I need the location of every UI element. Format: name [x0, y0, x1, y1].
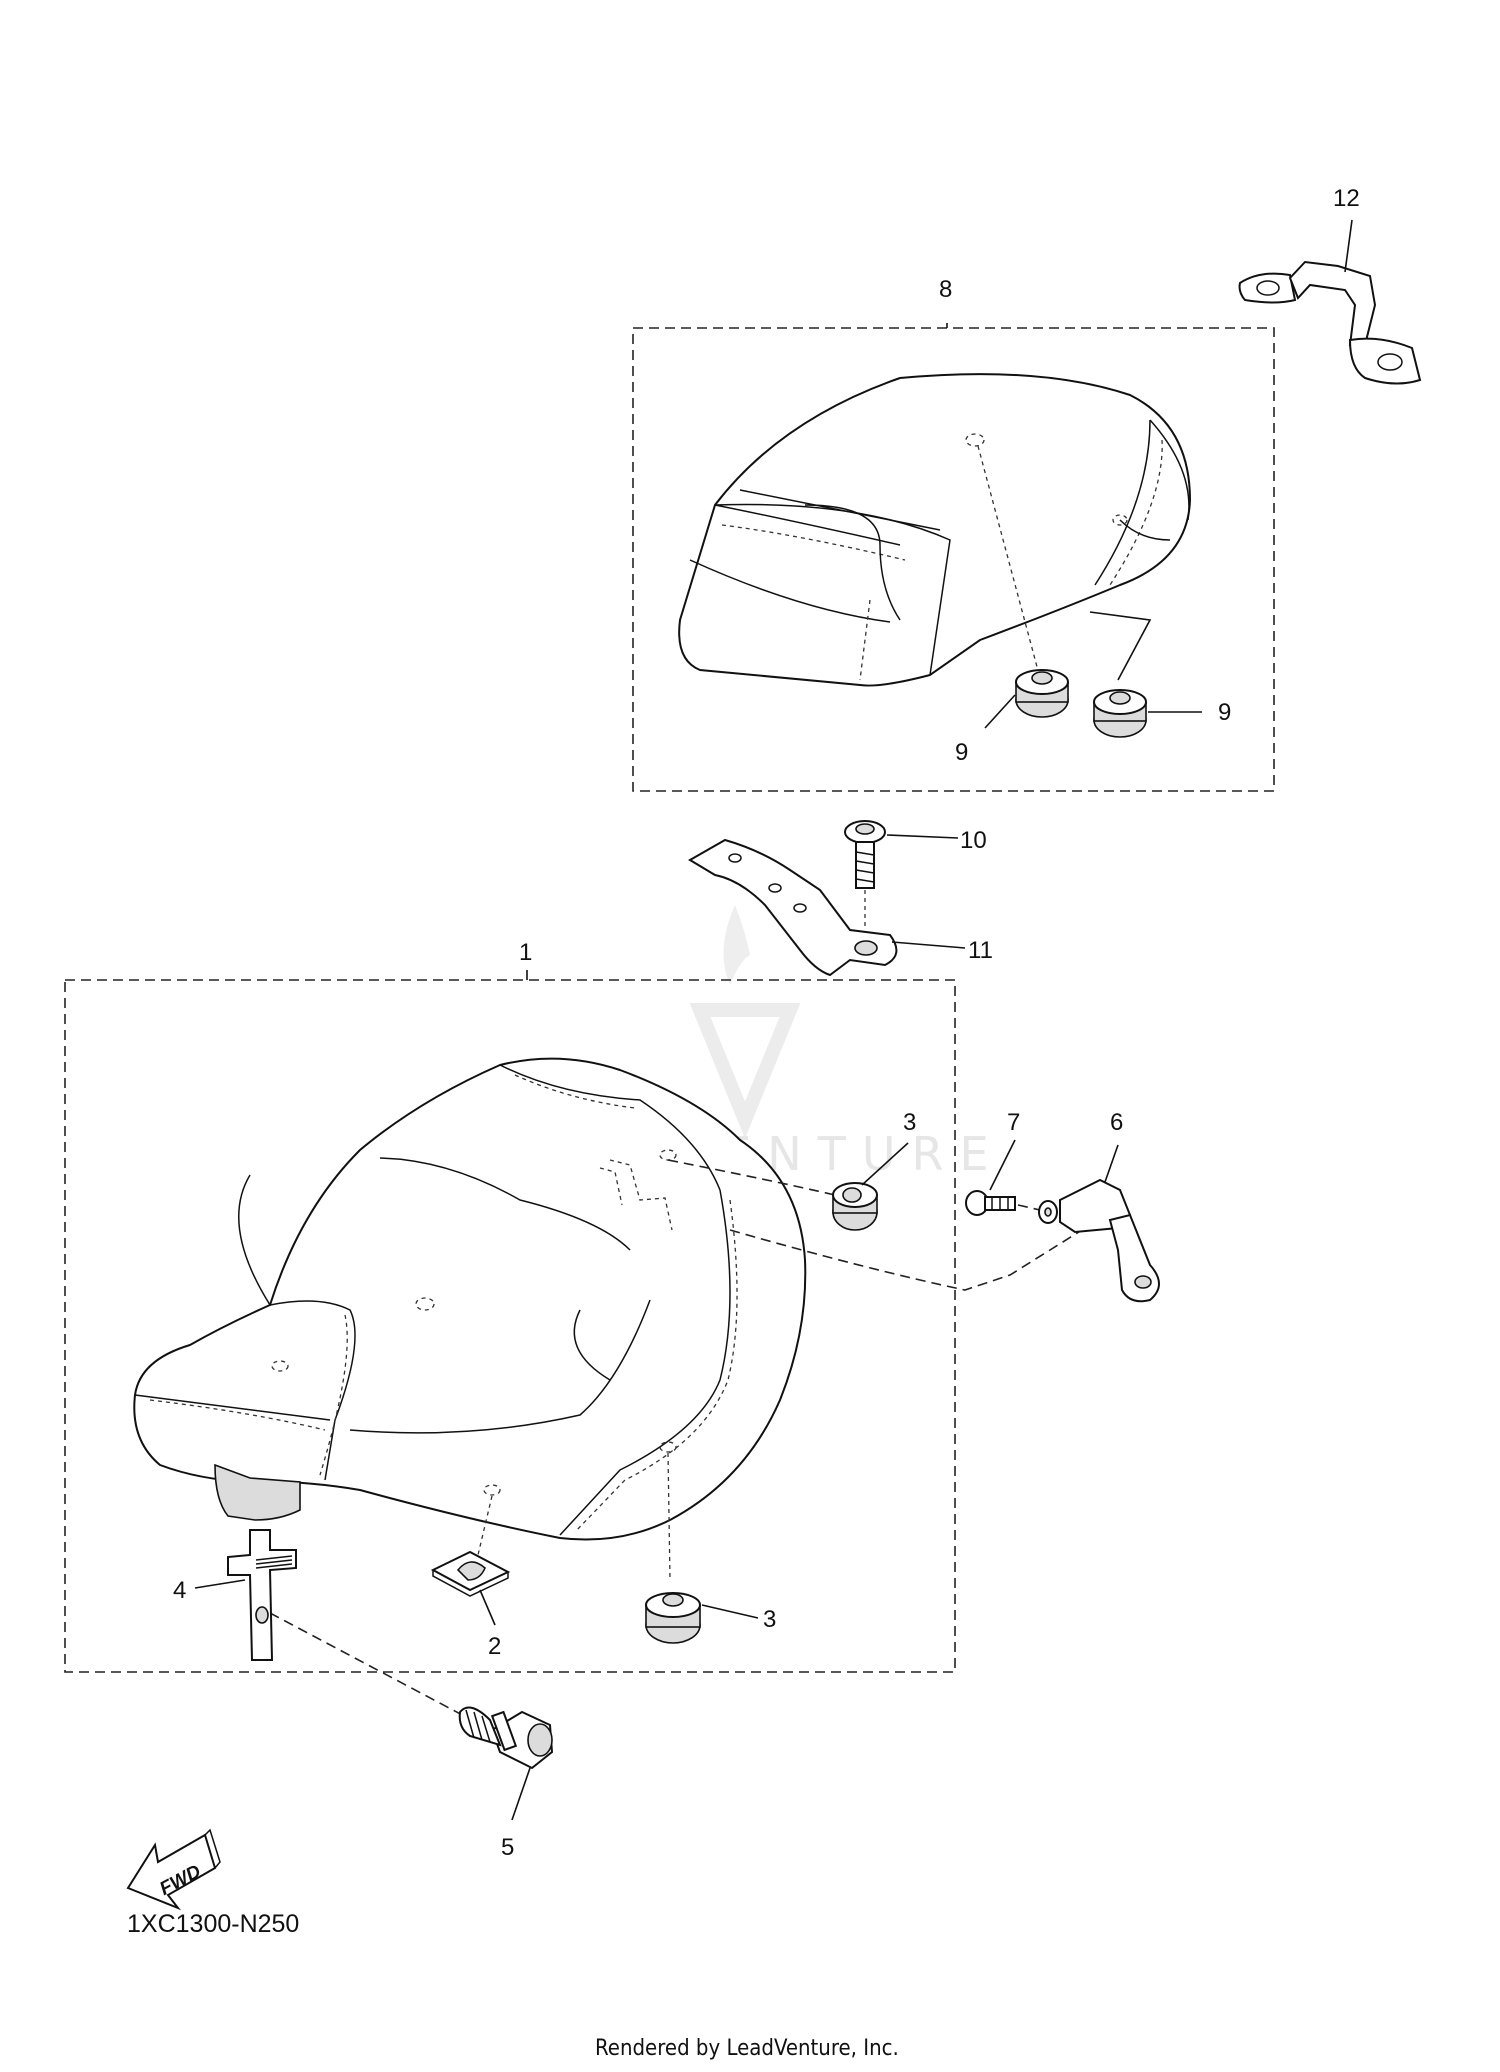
- seat-bracket-6[interactable]: [1059, 1178, 1160, 1303]
- leader-2: [479, 1589, 496, 1626]
- leader-12: [1344, 219, 1353, 273]
- callout-1: 1: [519, 939, 532, 966]
- callout-7: 7: [1007, 1109, 1020, 1136]
- callout-11: 11: [968, 937, 993, 964]
- seat-bracket-11[interactable]: [688, 838, 898, 977]
- leader-7: [989, 1139, 1016, 1191]
- rear-seat-mount-line: [977, 445, 1041, 679]
- callout-labels: 1 2 3 3 4 5 6 7 8 9 9 10 11 12: [173, 185, 1360, 1861]
- leader-4: [194, 1579, 246, 1589]
- callout-10: 10: [960, 827, 987, 854]
- fwd-arrow-icon: FWD: [126, 1828, 221, 1911]
- bolt-5[interactable]: [458, 1706, 554, 1770]
- rear-grab-bracket[interactable]: [1238, 260, 1422, 385]
- bolt-10[interactable]: [844, 820, 886, 889]
- bracket-6-axis: [729, 1224, 1091, 1291]
- callout-12: 12: [1333, 185, 1360, 212]
- leader-3b: [701, 1604, 759, 1619]
- leader-6: [1104, 1144, 1119, 1183]
- seat-clip-2[interactable]: [430, 1550, 511, 1597]
- rear-seat-assembly-frame: [632, 327, 1275, 792]
- footer-credit: Rendered by LeadVenture, Inc.: [595, 2036, 899, 2061]
- front-seat-assembly-frame: [64, 979, 956, 1673]
- callout-3-upper: 3: [903, 1109, 916, 1136]
- seat-plate-4[interactable]: [227, 1529, 297, 1661]
- diagram-code: 1XC1300-N250: [127, 1910, 299, 1938]
- front-seat-damper-lower[interactable]: [645, 1592, 701, 1644]
- rear-seat-damper-leader: [1089, 611, 1152, 681]
- damper-3-axis: [667, 1159, 836, 1196]
- rear-seat[interactable]: [678, 373, 1192, 687]
- leader-10: [886, 834, 959, 839]
- leader-9a: [984, 694, 1016, 729]
- damper-3b-axis: [667, 1452, 671, 1581]
- callout-5: 5: [501, 1834, 514, 1861]
- leader-11: [891, 941, 966, 949]
- clip-2-axis: [477, 1495, 493, 1556]
- callout-2: 2: [488, 1633, 501, 1660]
- callout-4: 4: [173, 1577, 186, 1604]
- front-seat-damper-upper[interactable]: [832, 1182, 878, 1231]
- rear-seat-damper-right[interactable]: [1093, 689, 1147, 738]
- callout-8: 8: [939, 276, 952, 303]
- callout-3-lower: 3: [763, 1606, 776, 1633]
- leader-5: [511, 1767, 531, 1821]
- front-seat[interactable]: [133, 1057, 807, 1541]
- callout-6: 6: [1110, 1109, 1123, 1136]
- leader-3a: [861, 1142, 909, 1186]
- rear-seat-damper-left[interactable]: [1015, 669, 1069, 718]
- callout-9-left: 9: [955, 739, 968, 766]
- bolt-7[interactable]: [965, 1190, 1058, 1224]
- callout-9-right: 9: [1218, 699, 1231, 726]
